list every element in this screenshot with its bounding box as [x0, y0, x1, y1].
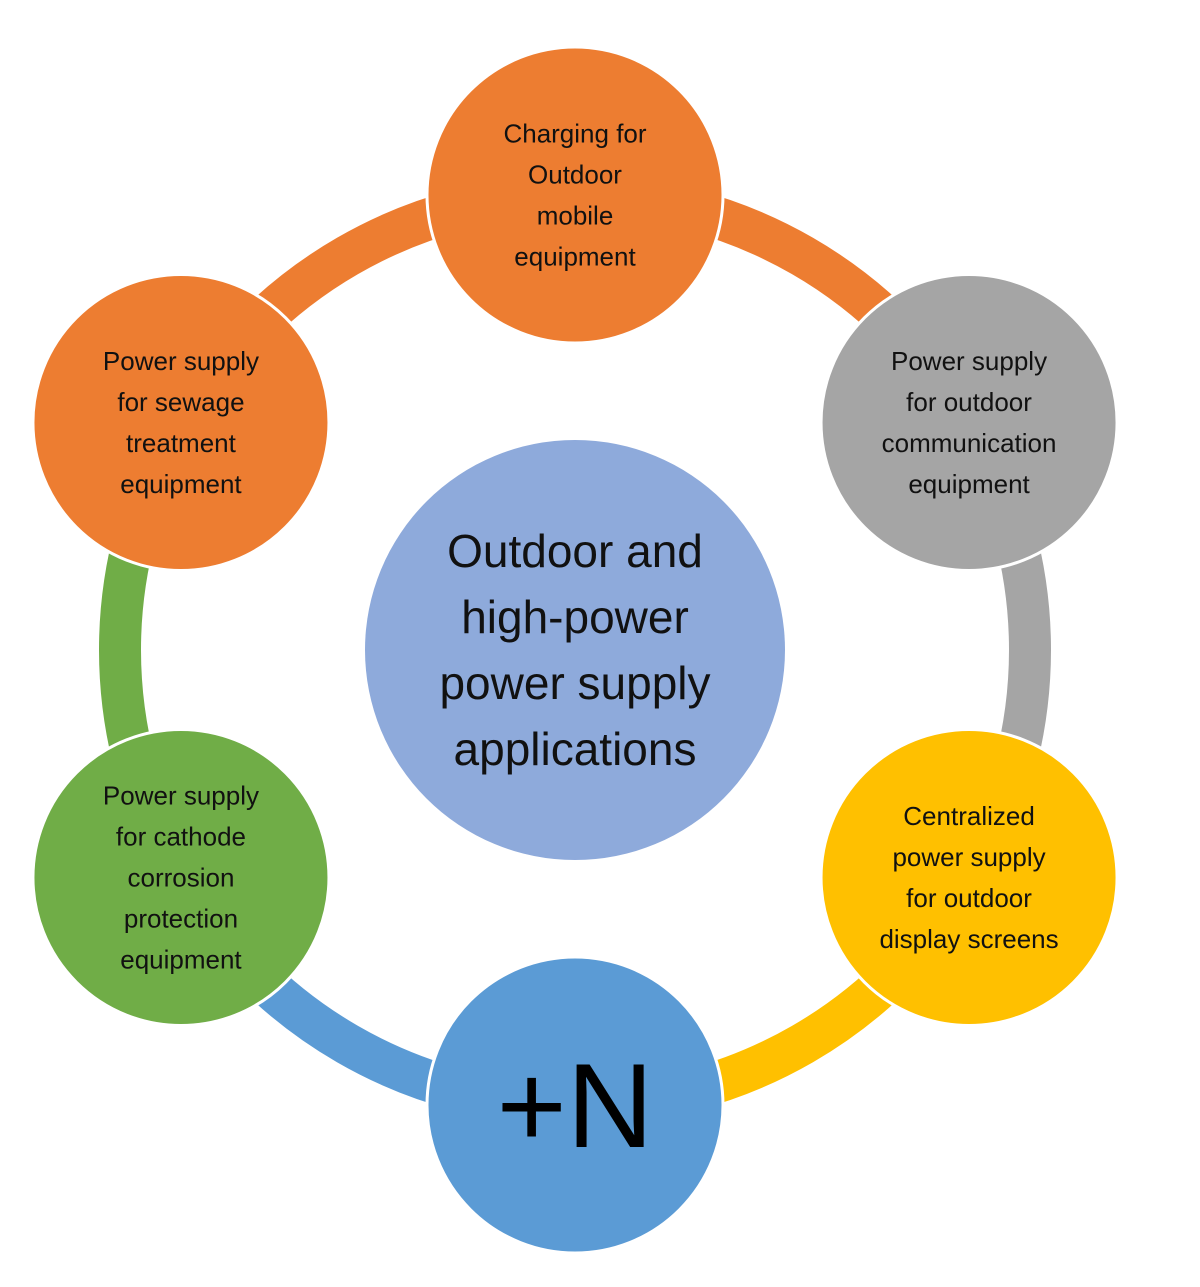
plus-n-label: +N [497, 1039, 654, 1173]
node-label-line: equipment [120, 945, 242, 975]
node-cathode-corrosion-protection: Power supply for cathode corrosion protecti… [31, 728, 331, 1027]
center-label-line: high-power [461, 591, 689, 643]
node-label-line: display screens [879, 924, 1058, 954]
node-circle [425, 45, 725, 345]
outer-nodes: Charging forOutdoormobileequipmentPower … [31, 45, 1119, 1255]
node-circle [819, 728, 1119, 1027]
node-label-line: Power supply [103, 781, 259, 811]
center-node: Outdoor and high-power power supply applica… [365, 440, 785, 860]
node-label-line: for cathode [116, 822, 246, 852]
node-sewage-treatment: Power supply for sewage treatment equipment [31, 273, 331, 572]
node-label-line: Centralized [903, 801, 1035, 831]
node-label-line: equipment [908, 469, 1030, 499]
node-circle [31, 273, 331, 572]
node-outdoor-communication: Power supply for outdoor communication equi… [819, 273, 1119, 572]
node-label-line: equipment [120, 469, 242, 499]
node-plus-n: +N [425, 955, 725, 1255]
node-outdoor-display-screens: Centralized power supply for outdoor displa… [819, 728, 1119, 1027]
node-circle [425, 955, 725, 1255]
center-label-line: applications [454, 723, 697, 775]
node-circle [819, 273, 1119, 572]
node-label-line: for sewage [117, 387, 244, 417]
node-label-line: Power supply [103, 346, 259, 376]
node-label-line: for outdoor [906, 387, 1032, 417]
node-label-line: for outdoor [906, 883, 1032, 913]
node-label-line: communication [882, 428, 1057, 458]
node-label-line: Power supply [891, 346, 1047, 376]
node-label-line: power supply [892, 842, 1045, 872]
node-label-line: protection [124, 904, 238, 934]
node-label-line: Outdoor [528, 160, 622, 190]
center-label-line: Outdoor and [447, 525, 703, 577]
node-label-line: corrosion [127, 863, 234, 893]
node-circle [31, 728, 331, 1027]
center-label-line: power supply [439, 657, 710, 709]
node-label-line: treatment [126, 428, 237, 458]
node-label-line: Charging for [503, 119, 646, 149]
center-circle [365, 440, 785, 860]
node-label-line: equipment [514, 242, 636, 272]
node-label-line: mobile [537, 201, 614, 231]
